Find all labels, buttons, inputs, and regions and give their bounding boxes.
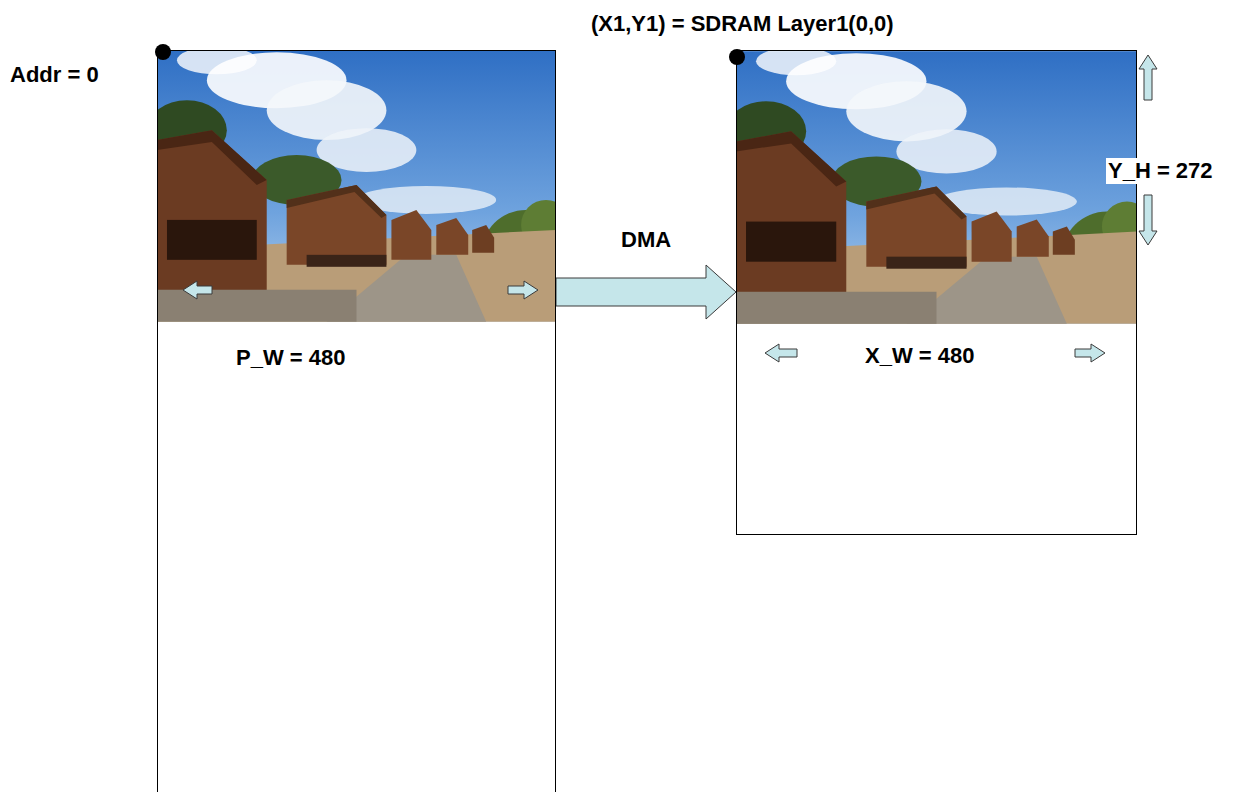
transfer-arrow <box>556 265 736 319</box>
width-dimension: P_W = 480 <box>236 345 345 371</box>
layer-heading: (X1,Y1) = SDRAM Layer1(0,0) <box>591 11 894 37</box>
dimension-arrows <box>183 55 1157 362</box>
copied-image <box>726 47 1152 324</box>
source-image <box>147 46 571 321</box>
edge-label: DMA <box>619 227 673 253</box>
origin-dot <box>729 49 745 65</box>
width-dimension: X_W = 480 <box>865 343 974 369</box>
sdram-layer: (X1,Y1) = SDRAM Layer1(0,0)X_W = 480 <box>736 50 1137 535</box>
memory-buffer: P_W = 480 <box>157 50 556 792</box>
address-label: Addr = 0 <box>8 62 101 88</box>
height-dimension: Y_H = 272 <box>1106 158 1215 184</box>
